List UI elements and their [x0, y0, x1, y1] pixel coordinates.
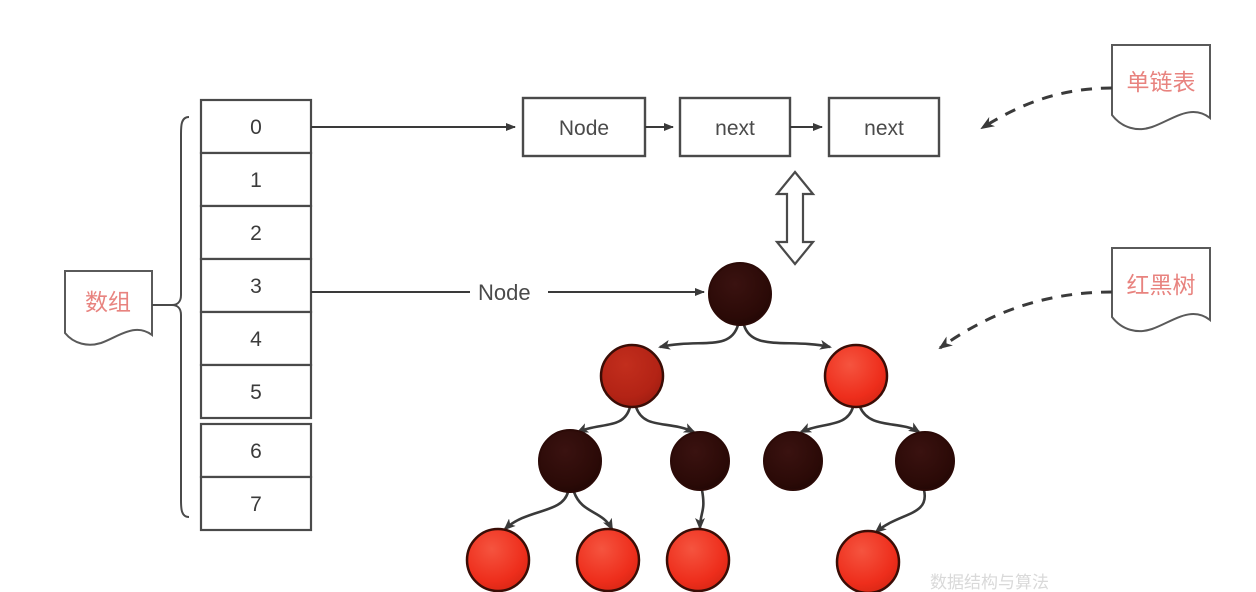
- array-cell-3[interactable]: 3: [199, 257, 313, 314]
- array-cell-6[interactable]: 6: [199, 422, 313, 479]
- tree-node-r1-red[interactable]: [823, 343, 889, 409]
- tree-node-r3a-red[interactable]: [835, 529, 901, 592]
- linkedlist-callout-label: 单链表: [1127, 69, 1196, 95]
- tree-node-l2b-black[interactable]: [670, 431, 730, 491]
- tree-edge-root-r1: [742, 324, 832, 350]
- linked-list-node-label: next: [864, 117, 904, 140]
- array-cell-2[interactable]: 2: [199, 204, 313, 261]
- watermark-text: 数据结构与算法: [930, 573, 1049, 592]
- array-group: 0 1 2 3 4 5 6: [64, 98, 313, 532]
- array-callout-label: 数组: [85, 289, 131, 315]
- tree-node-l3b-red[interactable]: [575, 527, 641, 592]
- tree-node-r2b-black[interactable]: [895, 431, 955, 491]
- red-black-tree-group: [465, 262, 955, 592]
- tree-edges: [503, 324, 927, 534]
- tree-callout-leader-arrow: [938, 290, 1113, 350]
- tree-edge-l2a-l3b: [572, 491, 614, 531]
- linked-list-group: Node next next: [311, 96, 941, 158]
- note-shape: [1111, 44, 1211, 131]
- tree-edge-l1-l2a: [576, 406, 632, 434]
- array-cell-7[interactable]: 7: [199, 475, 313, 532]
- linked-list-node-2[interactable]: next: [827, 96, 941, 158]
- tree-callout-note[interactable]: 红黑树: [1111, 247, 1211, 333]
- tree-callout-label: 红黑树: [1127, 272, 1196, 298]
- tree-edge-r1-r2a: [799, 406, 855, 434]
- array-cell-label: 2: [250, 222, 262, 245]
- array-cell-label: 6: [250, 440, 262, 463]
- array-cell-label: 5: [250, 381, 262, 404]
- array-callout-note[interactable]: 数组: [64, 270, 153, 346]
- tree-node-l3c-red[interactable]: [665, 527, 731, 592]
- tree-edge-l2b-l3c: [695, 489, 706, 530]
- tree-node-r2a-black[interactable]: [763, 431, 823, 491]
- tree-node-root-black[interactable]: [708, 262, 772, 326]
- tree-edge-l1-l2b: [634, 406, 696, 434]
- linked-list-node-label: Node: [559, 117, 609, 140]
- tree-edge-r2b-r3a: [874, 489, 927, 534]
- array-cell-5[interactable]: 5: [199, 363, 313, 420]
- array-brace: [171, 116, 190, 518]
- tree-node-l1-red[interactable]: [599, 343, 665, 409]
- note-shape: [1111, 247, 1211, 333]
- array-cell-label: 1: [250, 169, 262, 192]
- linked-list-node-1[interactable]: next: [678, 96, 792, 158]
- tree-node-l2a-black[interactable]: [538, 429, 602, 493]
- tree-pointer-label: Node: [478, 280, 531, 305]
- linked-list-node-label: next: [715, 117, 755, 140]
- array-cell-label: 7: [250, 493, 262, 516]
- tree-node-l3a-red[interactable]: [465, 527, 531, 592]
- linkedlist-callout-note[interactable]: 单链表: [1111, 44, 1211, 131]
- linked-list-node-0[interactable]: Node: [521, 96, 647, 158]
- tree-edge-r1-r2b: [858, 406, 921, 434]
- array-cell-1[interactable]: 1: [199, 151, 313, 208]
- array-cell-0[interactable]: 0: [199, 98, 313, 155]
- array-cell-label: 3: [250, 275, 262, 298]
- linkedlist-callout-leader-arrow: [980, 86, 1113, 130]
- note-shape: [64, 270, 153, 346]
- array-cell-label: 4: [250, 328, 262, 351]
- double-headed-vertical-arrow-icon: [774, 170, 816, 266]
- array-cell-label: 0: [250, 116, 262, 139]
- array-to-tree-pointer: Node: [311, 280, 705, 305]
- tree-edge-root-l1: [658, 324, 740, 350]
- tree-edge-l2a-l3a: [503, 491, 570, 531]
- array-cell-4[interactable]: 4: [199, 310, 313, 367]
